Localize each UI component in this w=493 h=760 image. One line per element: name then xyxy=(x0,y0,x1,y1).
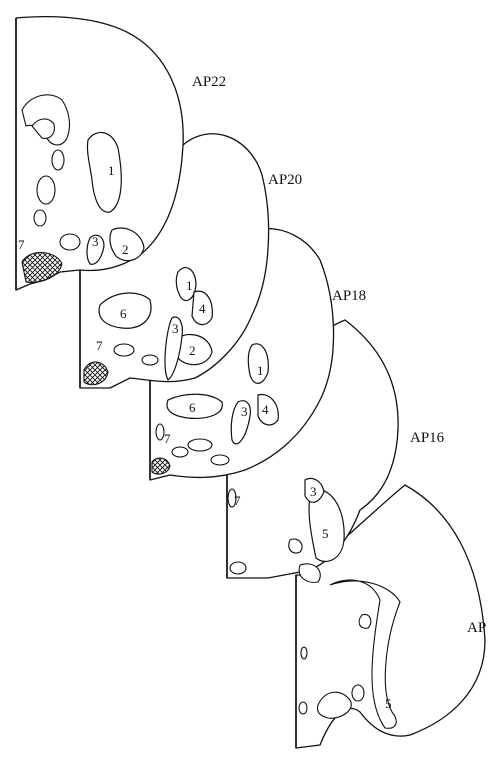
section-ap22-hatched-area xyxy=(22,252,62,282)
section-ap22-blob-a xyxy=(37,176,55,204)
section-ap20-blob-a xyxy=(114,344,134,356)
section-ap18-blob-b xyxy=(172,447,188,457)
section-ap18-label: AP18 xyxy=(332,288,366,304)
section-ap18-region-7: 7 xyxy=(164,431,171,446)
section-ap20-region-3: 3 xyxy=(172,321,179,336)
section-ap16-region-7: 7 xyxy=(234,493,241,508)
section-ap22-region-7: 7 xyxy=(18,237,25,252)
section-ap22-blob-d xyxy=(52,150,64,170)
section-ap18-region-3: 3 xyxy=(241,404,248,419)
section-ap18-blob-a xyxy=(188,439,212,451)
section-ap14-region-5: 5 xyxy=(385,696,392,711)
section-ap22-blob-b xyxy=(34,210,46,226)
section-ap14-label: AP xyxy=(467,620,486,636)
section-ap20-blob-b xyxy=(142,355,158,365)
section-ap14-blob-b xyxy=(301,647,307,659)
section-ap22-region-2: 2 xyxy=(122,242,129,257)
section-ap18-blob-c xyxy=(156,424,164,440)
section-ap16-label: AP16 xyxy=(410,430,445,446)
section-ap18-blob-d xyxy=(211,455,229,465)
section-ap14-blob-a xyxy=(352,685,364,701)
section-ap22-blob-c xyxy=(60,234,80,250)
section-ap20-region-2: 2 xyxy=(189,343,196,358)
section-ap14-blob-c xyxy=(299,702,307,714)
section-ap22-region-3: 3 xyxy=(92,234,99,249)
section-ap20-region-4: 4 xyxy=(199,301,206,316)
section-ap16-region-5: 5 xyxy=(322,526,329,541)
section-ap22-label: AP22 xyxy=(192,74,226,90)
section-ap16-blob-b xyxy=(230,562,246,574)
section-ap22-region-1: 1 xyxy=(108,163,115,178)
section-ap14-blob-d xyxy=(359,614,371,628)
section-ap20-label: AP20 xyxy=(268,172,302,188)
section-ap18-region-4: 4 xyxy=(262,402,269,417)
section-ap18-region-1: 1 xyxy=(257,363,264,378)
section-ap20-region-6: 6 xyxy=(120,306,127,321)
section-ap18-hatched-area xyxy=(152,458,170,474)
section-ap18-region-6: 6 xyxy=(189,400,196,415)
section-ap16-blob-c xyxy=(289,539,302,553)
section-ap16-region-3: 3 xyxy=(310,484,317,499)
section-ap20-region-1: 1 xyxy=(186,278,193,293)
section-ap20-region-7: 7 xyxy=(96,338,103,353)
